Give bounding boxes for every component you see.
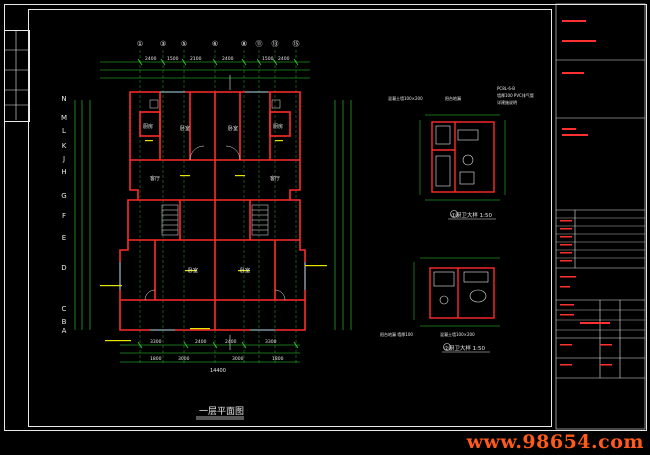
axis-bubble-top: ⑬: [271, 40, 279, 48]
sheet-inner-border: [28, 9, 552, 427]
axis-bubble-left: L: [62, 127, 66, 135]
svg-text:3000: 3000: [232, 356, 244, 362]
window-marks: [119, 91, 306, 331]
detail-b-notes: 阳台地漏 墙厚100 混凝土墙100×200: [380, 331, 475, 337]
svg-text:3300: 3300: [265, 339, 277, 345]
room-label: 厨房: [143, 123, 153, 130]
svg-text:墙厚100 PVC排气管: 墙厚100 PVC排气管: [497, 92, 534, 98]
svg-text:详建施说明: 详建施说明: [497, 99, 517, 105]
axis-bubble-left: A: [61, 327, 67, 335]
svg-text:1500: 1500: [167, 56, 179, 62]
room-label: 卧室: [240, 267, 250, 274]
axis-bubble-left: D: [61, 264, 67, 272]
detail-b-title: ②厨卫大样 1:50: [444, 346, 486, 352]
axis-bubble-top: ⑧: [240, 40, 248, 48]
svg-text:3300: 3300: [150, 339, 162, 345]
axis-bubble-top: ⑤: [180, 40, 188, 48]
top-axis-lines: [139, 50, 297, 365]
room-label: 卧室: [188, 267, 198, 274]
axis-bubble-left: N: [61, 95, 67, 103]
axis-bubble-left: G: [61, 192, 67, 200]
interior-details: [144, 99, 286, 301]
svg-text:1800: 1800: [272, 356, 284, 362]
dimension-values: 2400 1500 2100 2400 1500 2400 3300 2400 …: [145, 56, 290, 362]
svg-text:1500: 1500: [262, 56, 274, 62]
dimension-ticks: [137, 58, 299, 349]
binding-strip-lines: [4, 30, 28, 120]
elevation-marks: [100, 140, 327, 342]
main-title-underline: [196, 416, 244, 420]
axis-bubble-top: ⑥: [211, 40, 219, 48]
axis-bubble-top: ⑪: [255, 40, 263, 48]
axis-bubble-left: M: [60, 114, 68, 122]
detail-a-notes: 混凝土墙100×200 阳台地漏 PC8L-6-B 墙厚100 PVC排气管 详…: [388, 86, 534, 105]
axis-bubble-left: H: [61, 168, 67, 176]
axis-bubble-left: C: [61, 305, 67, 313]
svg-text:2400: 2400: [222, 56, 234, 62]
detail-a-title-mark: [448, 210, 496, 220]
room-labels: 卧室 卧室 卧室 卧室 厨房 厨房 客厅 客厅: [143, 123, 283, 274]
axis-bubble-left: F: [61, 212, 67, 220]
room-label: 客厅: [150, 175, 160, 182]
detail-a-fixtures: [435, 125, 479, 187]
svg-text:混凝土墙100×200: 混凝土墙100×200: [440, 331, 475, 337]
detail-b-title-mark: [442, 343, 490, 353]
detail-note-code: PC8L-6-B: [497, 86, 515, 91]
detail-a-dims: [419, 114, 506, 201]
axis-bubble-left: J: [62, 155, 66, 163]
axis-bubble-left: K: [61, 142, 67, 150]
svg-text:2100: 2100: [190, 56, 202, 62]
title-block: [555, 3, 646, 430]
svg-text:阳台地漏: 阳台地漏: [445, 95, 461, 101]
overall-width-dimension: 14400: [210, 368, 226, 374]
room-label: 卧室: [228, 125, 238, 132]
main-plan-title: 一层平面图: [199, 407, 245, 417]
detail-a: [431, 121, 495, 193]
title-block-rows: [556, 217, 645, 331]
detail-b-fixtures: [433, 271, 489, 305]
detail-b-dims: [413, 257, 500, 327]
watermark-text: www.98654.com: [466, 431, 644, 453]
svg-text:2400: 2400: [195, 339, 207, 345]
dimension-lines: [74, 61, 352, 363]
title-block-marks: [560, 20, 612, 366]
svg-text:2400: 2400: [145, 56, 157, 62]
svg-text:2400: 2400: [225, 339, 237, 345]
svg-text:混凝土墙100×200: 混凝土墙100×200: [388, 95, 423, 101]
axis-bubble-top: ③: [159, 40, 167, 48]
axis-bubble-top: ⑮: [292, 40, 300, 48]
svg-text:3000: 3000: [178, 356, 190, 362]
room-label: 厨房: [273, 123, 283, 130]
svg-text:阳台地漏 墙厚100: 阳台地漏 墙厚100: [380, 331, 413, 337]
room-label: 卧室: [180, 125, 190, 132]
svg-text:2400: 2400: [278, 56, 290, 62]
svg-text:1800: 1800: [150, 356, 162, 362]
room-label: 客厅: [270, 175, 280, 182]
axis-bubble-left: E: [61, 234, 67, 242]
detail-a-title: ①厨卫大样 1:50: [451, 213, 493, 219]
detail-b: [429, 267, 495, 319]
sheet-outer-border: [4, 4, 647, 431]
binding-strip: [4, 30, 30, 122]
axis-bubble-top: ①: [136, 40, 144, 48]
axis-bubble-left: B: [61, 318, 67, 326]
